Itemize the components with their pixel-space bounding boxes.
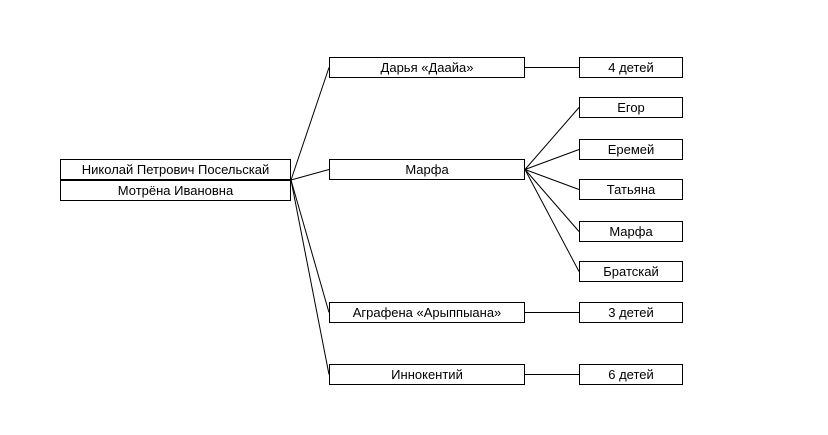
grandchild-label: Татьяна <box>606 182 656 197</box>
root-wife-label: Мотрёна Ивановна <box>117 183 234 198</box>
edge-root-child-2 <box>290 169 330 181</box>
grandchild-label: 3 детей <box>608 305 654 320</box>
edge-root-child-4 <box>290 179 330 375</box>
child-node-marfa: Марфа <box>329 159 525 180</box>
grandchild-node: Татьяна <box>579 179 683 200</box>
child-node-darya: Дарья «Даайа» <box>329 57 525 78</box>
root-wife-node: Мотрёна Ивановна <box>60 180 291 201</box>
grandchild-label: Егор <box>617 100 645 115</box>
edge-root-child-3 <box>290 179 330 313</box>
grandchild-label: Братскай <box>603 264 659 279</box>
grandchild-label: 4 детей <box>608 60 654 75</box>
child-node-agrafena: Аграфена «Арыппыана» <box>329 302 525 323</box>
grandchild-node: Еремей <box>579 139 683 160</box>
child-label: Марфа <box>405 162 449 177</box>
edge-child-2-gc-5 <box>524 169 580 272</box>
grandchild-label: Марфа <box>609 224 653 239</box>
grandchild-node: Марфа <box>579 221 683 242</box>
root-husband-label: Николай Петрович Посельскай <box>81 162 270 177</box>
grandchild-node: Егор <box>579 97 683 118</box>
grandchild-node: 4 детей <box>579 57 683 78</box>
grandchild-node: 6 детей <box>579 364 683 385</box>
root-husband-node: Николай Петрович Посельскай <box>60 159 291 180</box>
edge-child-2-gc-3 <box>524 169 580 190</box>
grandchild-node: Братскай <box>579 261 683 282</box>
child-label: Иннокентий <box>391 367 463 382</box>
child-node-innokentiy: Иннокентий <box>329 364 525 385</box>
child-label: Дарья «Даайа» <box>380 60 474 75</box>
edge-root-child-1 <box>290 67 330 181</box>
edge-child-2-gc-4 <box>524 169 580 232</box>
grandchild-label: 6 детей <box>608 367 654 382</box>
child-label: Аграфена «Арыппыана» <box>352 305 502 320</box>
edge-child-2-gc-2 <box>524 149 580 170</box>
grandchild-label: Еремей <box>607 142 655 157</box>
edge-child-2-gc-1 <box>524 107 580 170</box>
grandchild-node: 3 детей <box>579 302 683 323</box>
